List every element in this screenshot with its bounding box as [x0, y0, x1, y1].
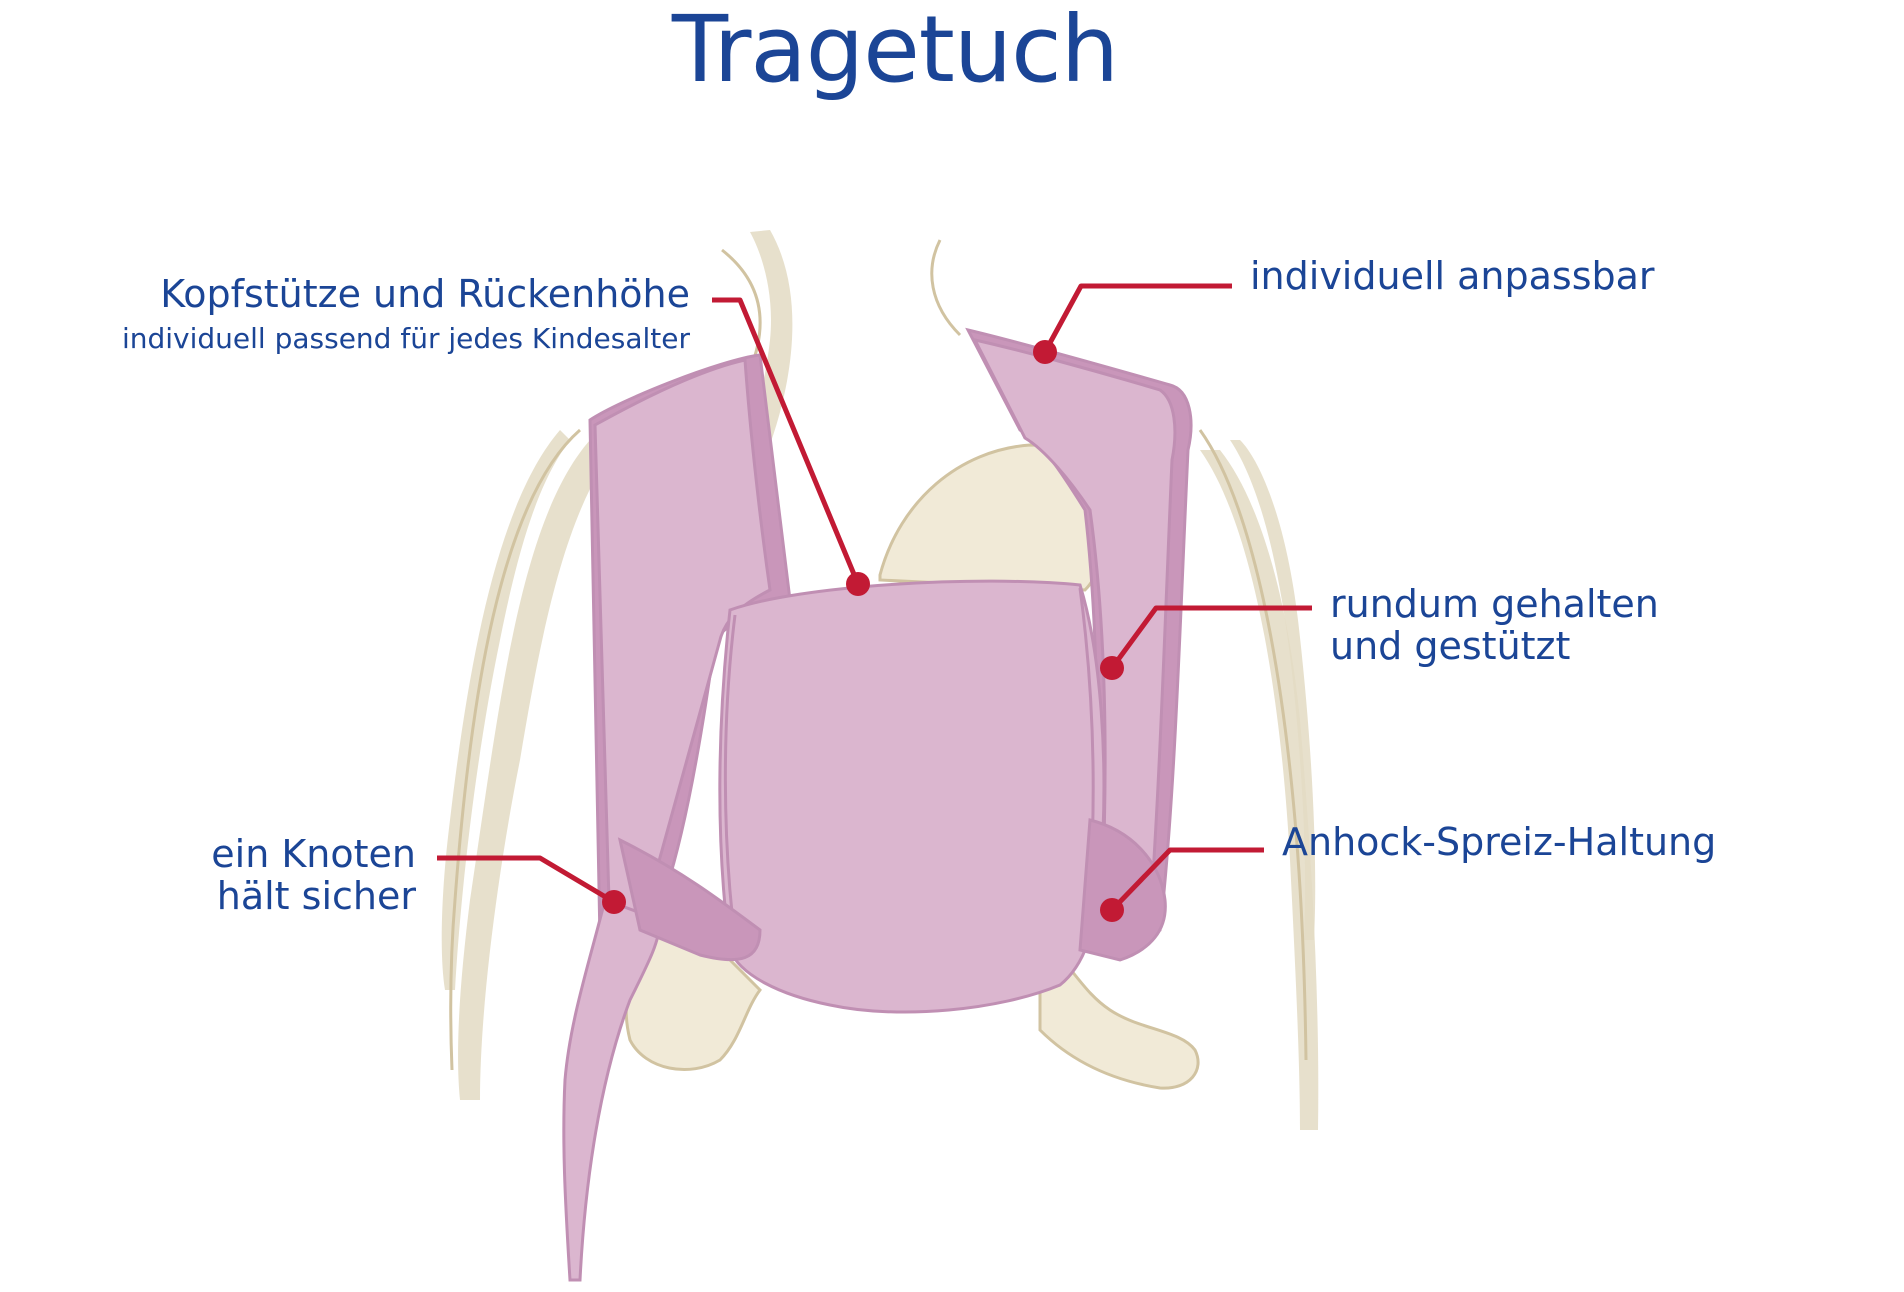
callout-dots — [602, 340, 1124, 922]
callout-knot-line2: hält sicher — [216, 874, 416, 918]
diagram-title: Tragetuch — [671, 0, 1119, 103]
callout-dot-adjustable — [1033, 340, 1057, 364]
callout-dot-headrest — [846, 572, 870, 596]
callout-adjustable-title: individuell anpassbar — [1250, 254, 1655, 298]
sling-main-panel — [718, 579, 1106, 1014]
callout-headrest-subtitle: individuell passend für jedes Kindesalte… — [121, 322, 690, 355]
neck-outline-right — [930, 239, 962, 337]
callout-line-position — [1110, 847, 1264, 912]
callout-lines — [437, 283, 1312, 912]
callout-line-knot — [437, 855, 616, 905]
sling-lower-wrap — [617, 837, 762, 962]
callout-line-adjustable — [1042, 283, 1232, 354]
shoulder-outline-right — [1198, 429, 1308, 1061]
sling-strap-right-front — [972, 337, 1177, 938]
callout-headrest-title: Kopfstütze und Rückenhöhe — [160, 272, 690, 316]
callout-line-headrest — [712, 297, 861, 585]
callout-position-title: Anhock-Spreiz-Haltung — [1282, 820, 1717, 864]
sling-lower-wrap-right — [1078, 818, 1167, 962]
shoulder-outline-left — [449, 428, 581, 1071]
parent-hair-left — [441, 230, 793, 1100]
callout-held-line2: und gestützt — [1330, 624, 1571, 668]
baby-leg-right — [1038, 937, 1200, 1090]
callout-line-held — [1109, 605, 1312, 670]
callout-dot-held — [1100, 656, 1124, 680]
callout-dot-position — [1100, 898, 1124, 922]
callout-dot-knot — [602, 890, 626, 914]
callout-knot-line1: ein Knoten — [211, 832, 416, 876]
callout-held-line1: rundum gehalten — [1330, 582, 1659, 626]
sling-main-panel-edge — [723, 614, 738, 949]
sling-tail — [562, 898, 662, 1282]
parent-hair-right — [1200, 440, 1319, 1130]
neck-outline-left — [721, 248, 762, 371]
